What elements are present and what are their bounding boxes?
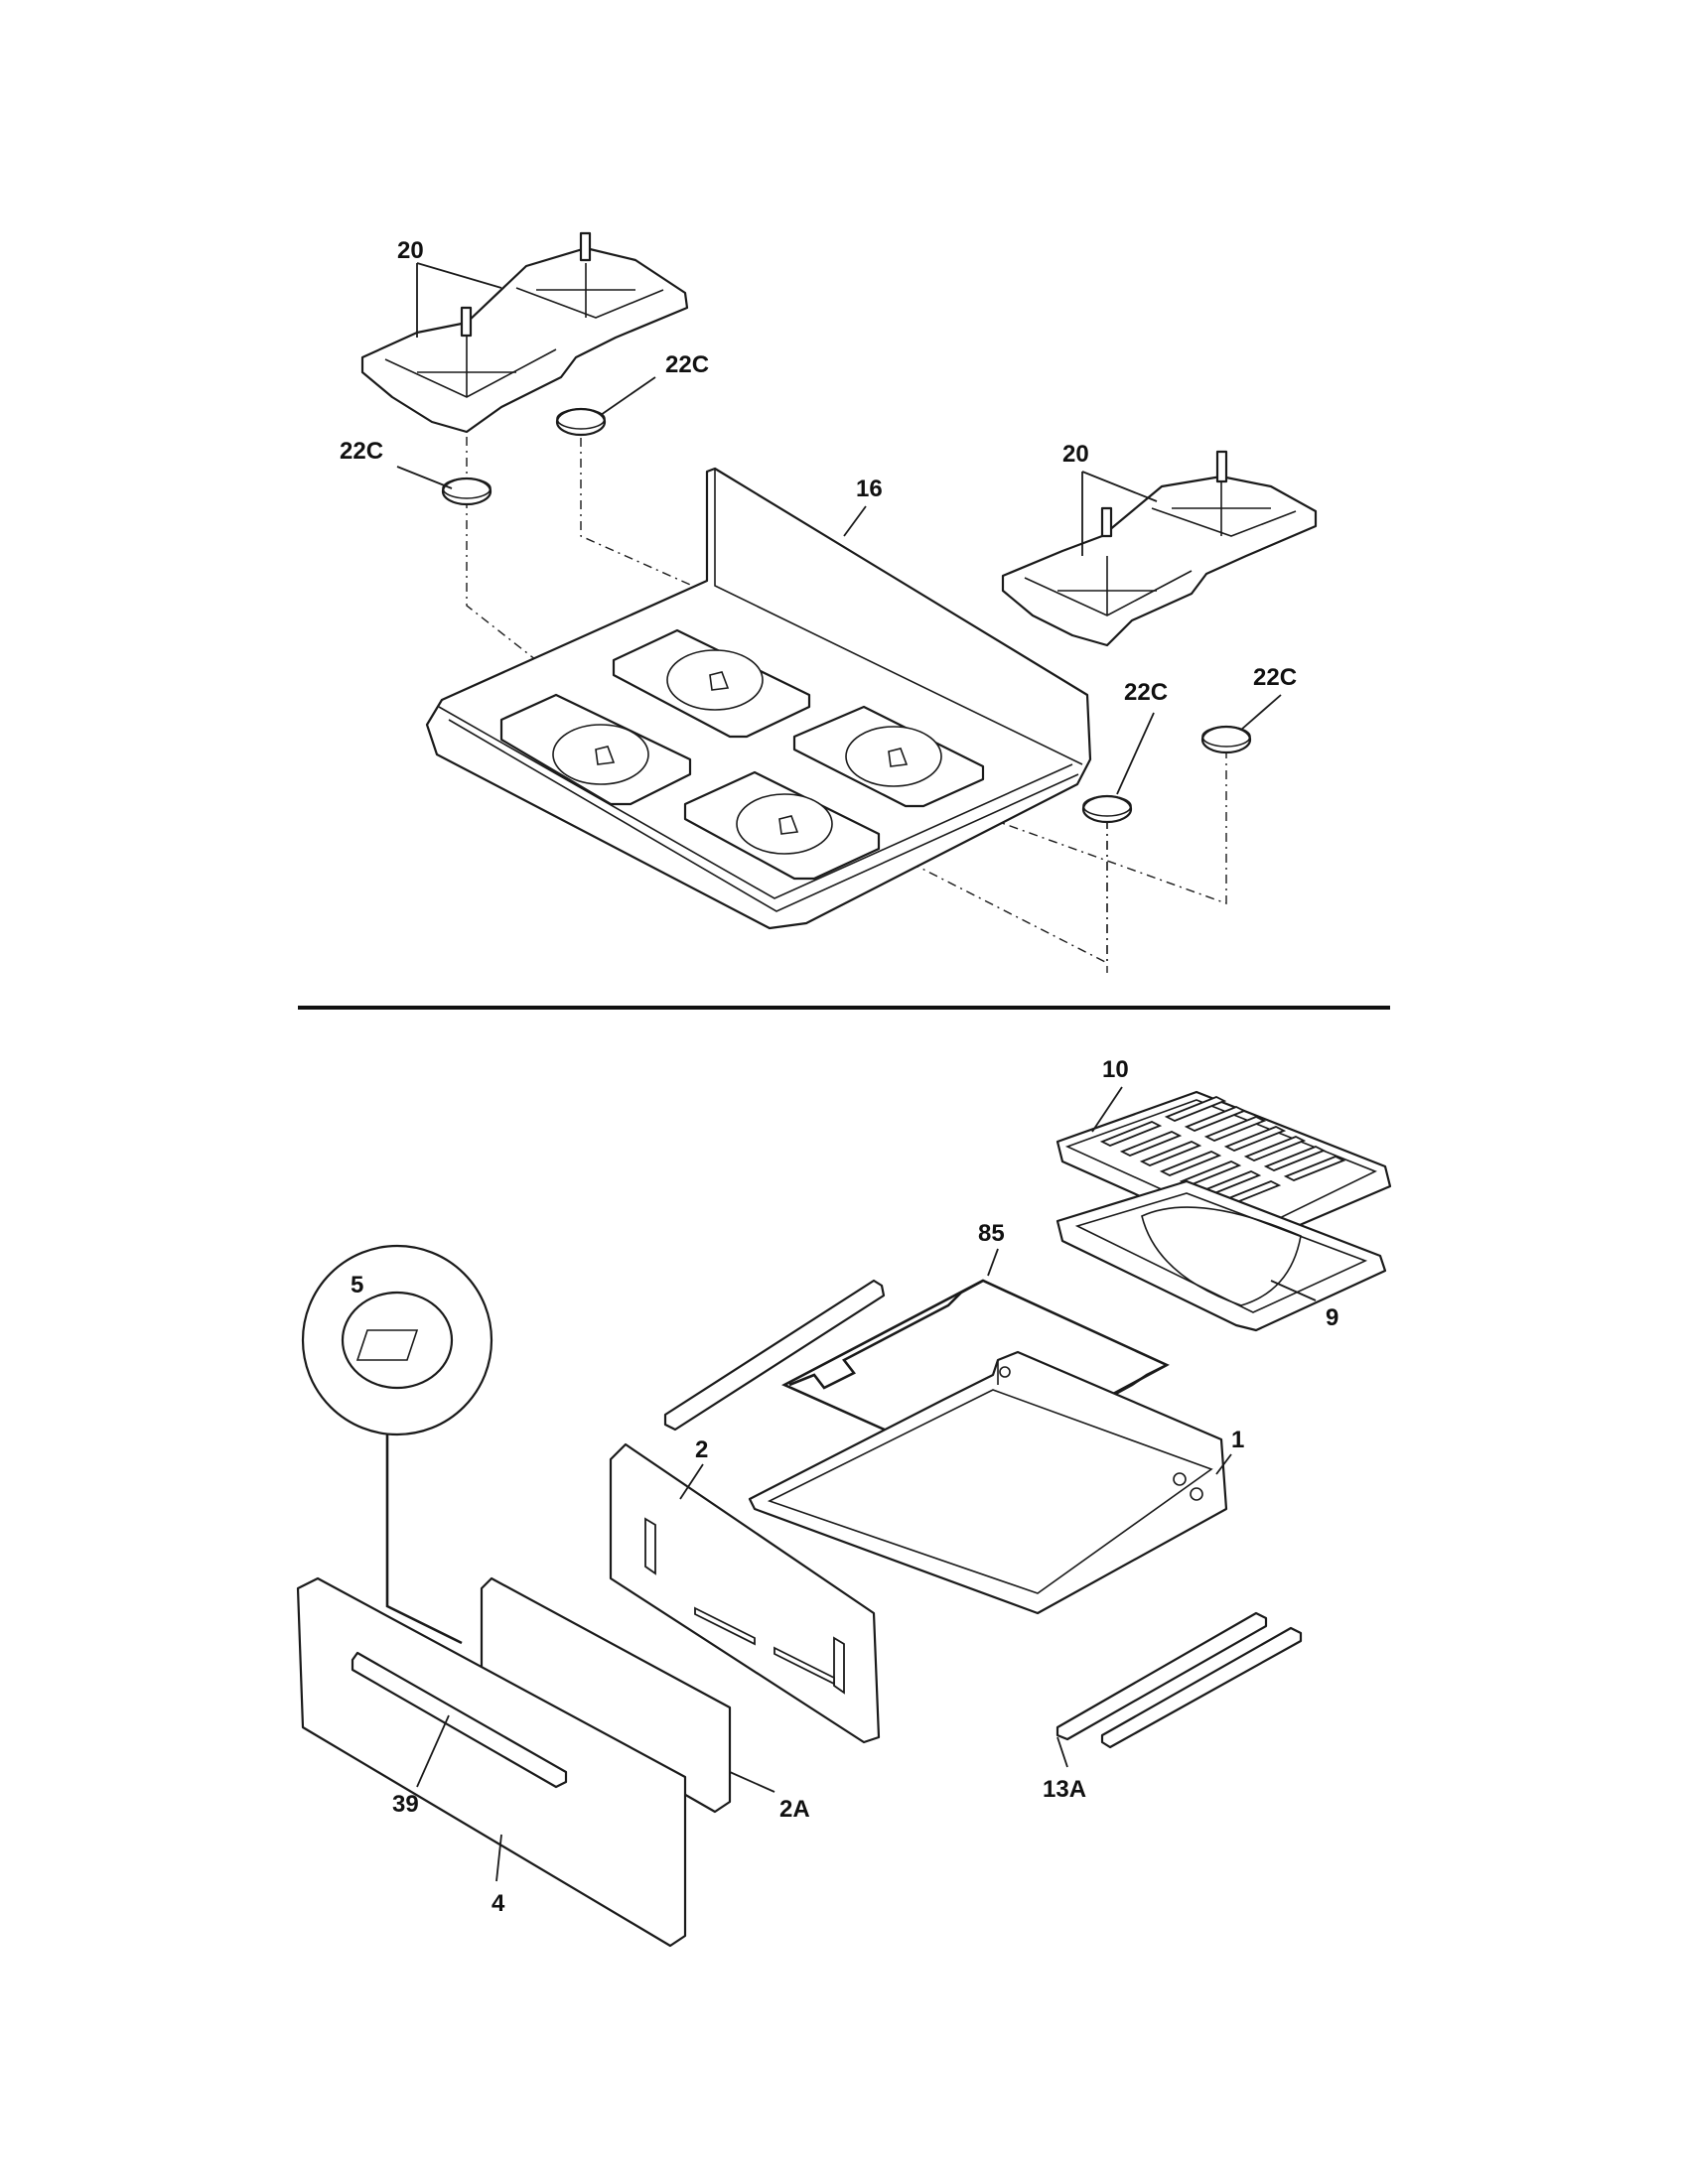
callout-knob-detail: 5 [351, 1272, 363, 1298]
callout-broiler-rack: 85 [978, 1220, 1005, 1247]
callout-drawer-handle: 39 [392, 1791, 419, 1818]
side-rail-top [663, 1279, 886, 1432]
callout-grate-left: 20 [397, 237, 424, 264]
callout-cap-right-front: 22C [1124, 679, 1168, 706]
callout-drawer-slides: 13A [1043, 1776, 1086, 1803]
callout-cap-right-back: 22C [1253, 664, 1297, 691]
callout-cooktop: 16 [856, 476, 883, 502]
callout-drawer-back-panel: 2 [695, 1436, 708, 1463]
broiler-grid [1055, 1090, 1392, 1248]
callout-drawer-panel-bracket: 2A [779, 1796, 810, 1823]
top-leader-lines [396, 262, 1282, 795]
callout-broiler-grid: 10 [1102, 1056, 1129, 1083]
grate-right [1001, 450, 1318, 647]
drawer-front [296, 1576, 687, 1948]
drawer-handle [351, 1651, 568, 1789]
drawer-back-panel [609, 1442, 881, 1744]
callout-broiler-pan: 9 [1326, 1304, 1338, 1331]
broiler-pan [1055, 1179, 1387, 1332]
burner-caps-right [1081, 725, 1252, 824]
grate-left [360, 231, 689, 434]
callout-labels: 20 22C 22C 16 20 22C 22C 10 9 85 1 2 2A … [340, 237, 1338, 1917]
callout-cap-left-back: 22C [665, 351, 709, 378]
callout-drawer-body: 1 [1231, 1427, 1244, 1453]
knob-detail [301, 1244, 493, 1645]
burner-caps-left [441, 407, 607, 506]
callout-cap-left-front: 22C [340, 438, 383, 465]
callout-grate-right: 20 [1062, 441, 1089, 468]
bottom-leader-lines [416, 1086, 1317, 1882]
cooktop-main-top [425, 467, 1092, 930]
drawer-slides [1055, 1611, 1303, 1749]
callout-drawer-front: 4 [492, 1890, 505, 1917]
drawer-body [748, 1350, 1228, 1615]
